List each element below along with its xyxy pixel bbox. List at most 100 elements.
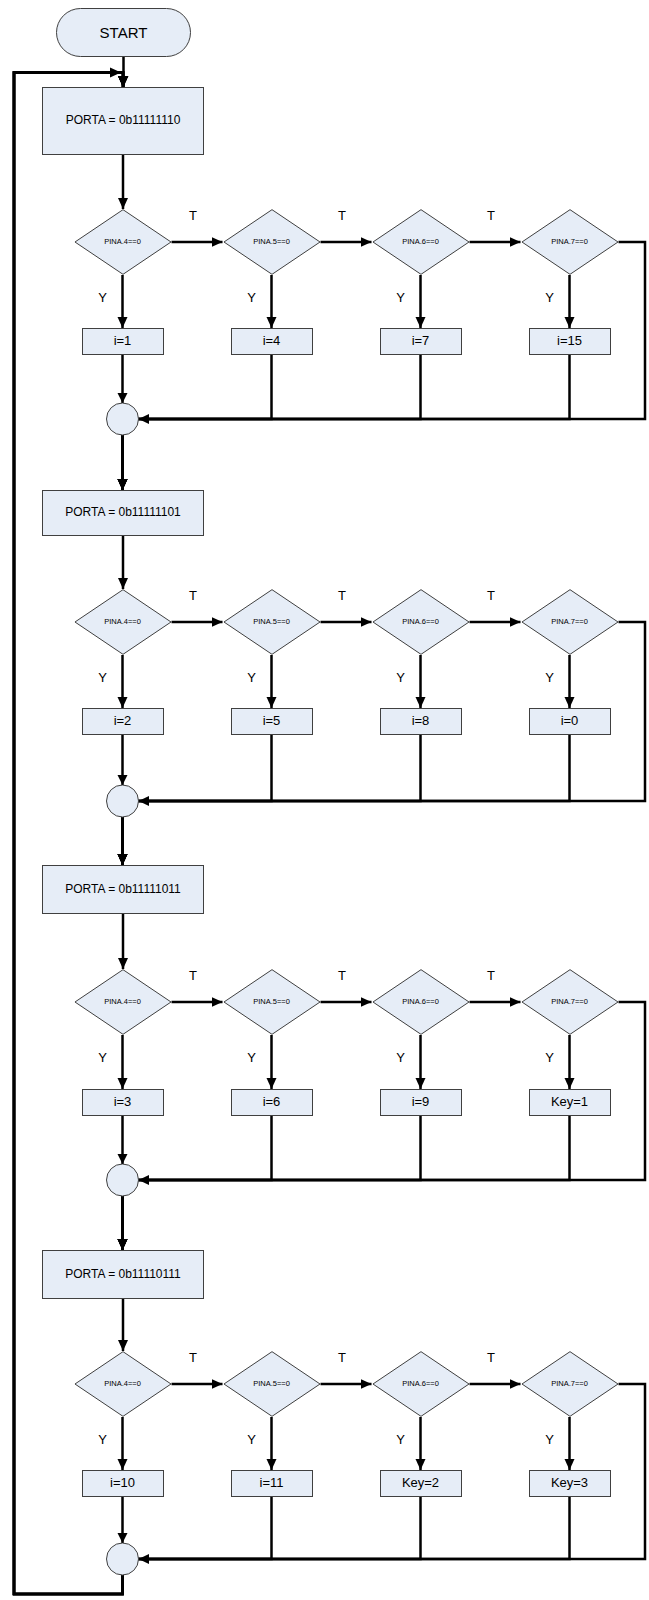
junction-arrowhead xyxy=(118,393,128,403)
diamond-shape xyxy=(372,210,468,275)
node-text: i=2 xyxy=(114,714,132,729)
node-text: PINA.7==0 xyxy=(551,618,588,627)
node-text: i=0 xyxy=(561,714,579,729)
junction-arrowhead xyxy=(118,775,128,785)
branch-label: T xyxy=(333,966,351,986)
node-text: i=3 xyxy=(114,1095,132,1110)
flow-connector xyxy=(270,1035,273,1089)
branch-label: Y xyxy=(93,668,112,688)
decision-diamond: PINA.5==0 xyxy=(223,1351,321,1417)
node-text: Key=1 xyxy=(551,1095,588,1110)
loop-arrowhead xyxy=(110,68,121,78)
node-text: PINA.4==0 xyxy=(104,1380,141,1389)
node-text: i=4 xyxy=(263,334,281,349)
flow-connector xyxy=(122,914,125,969)
decision-diamond: PINA.6==0 xyxy=(372,969,470,1035)
diamond-shape xyxy=(372,970,468,1035)
junction-arrowhead xyxy=(139,414,150,424)
branch-label: T xyxy=(482,206,500,226)
flow-connector xyxy=(123,355,421,490)
node-text: i=10 xyxy=(110,1476,135,1491)
branch-label: Y xyxy=(242,1048,261,1068)
flow-connector xyxy=(172,241,223,244)
flow-connector xyxy=(123,1002,646,1250)
process-box: Key=2 xyxy=(380,1470,462,1497)
flow-connector xyxy=(122,155,125,209)
branch-label: Y xyxy=(391,288,410,308)
flow-connector xyxy=(568,275,571,328)
branch-label: Y xyxy=(391,1430,410,1450)
flow-connector xyxy=(321,621,372,624)
process-box: Key=3 xyxy=(529,1470,611,1497)
branch-label: T xyxy=(333,206,351,226)
diamond-shape xyxy=(74,1352,170,1417)
junction-arrowhead xyxy=(118,1533,128,1543)
junction-circle xyxy=(107,1543,139,1575)
node-text: i=8 xyxy=(412,714,430,729)
node-text: PINA.4==0 xyxy=(104,238,141,247)
node-text: Key=2 xyxy=(402,1476,439,1491)
node-text: Key=3 xyxy=(551,1476,588,1491)
process-box: i=9 xyxy=(380,1089,462,1116)
junction-circle xyxy=(107,785,139,817)
junction-arrowhead xyxy=(118,1154,128,1164)
process-box: i=8 xyxy=(380,708,462,735)
flow-connector xyxy=(270,1417,273,1470)
node-text: PINA.5==0 xyxy=(253,1380,290,1389)
process-box: PORTA = 0b11111101 xyxy=(42,490,204,536)
branch-label: Y xyxy=(93,1048,112,1068)
diamond-shape xyxy=(223,970,319,1035)
decision-diamond: PINA.4==0 xyxy=(74,589,172,655)
node-text: PINA.6==0 xyxy=(402,998,439,1007)
flow-connector xyxy=(123,355,272,490)
node-text: PINA.6==0 xyxy=(402,1380,439,1389)
flow-connector xyxy=(123,1116,570,1250)
branch-label: T xyxy=(482,586,500,606)
process-box: i=5 xyxy=(231,708,313,735)
process-box: i=4 xyxy=(231,328,313,355)
flow-connector xyxy=(568,1417,571,1470)
junction-arrowhead xyxy=(139,796,150,806)
flow-connector xyxy=(321,1001,372,1004)
node-text: i=9 xyxy=(412,1095,430,1110)
process-box: i=6 xyxy=(231,1089,313,1116)
terminal-node: START xyxy=(56,8,191,57)
node-text: PINA.7==0 xyxy=(551,1380,588,1389)
flow-connector xyxy=(470,621,521,624)
flow-connector xyxy=(123,355,570,490)
branch-label: T xyxy=(184,966,202,986)
flow-connector xyxy=(14,73,645,1595)
flow-connector xyxy=(419,1035,422,1089)
node-text: PINA.4==0 xyxy=(104,998,141,1007)
decision-diamond: PINA.5==0 xyxy=(223,589,321,655)
decision-diamond: PINA.5==0 xyxy=(223,209,321,275)
flow-connector xyxy=(270,275,273,328)
node-text: PINA.6==0 xyxy=(402,238,439,247)
diamond-shape xyxy=(372,590,468,655)
decision-diamond: PINA.7==0 xyxy=(521,969,619,1035)
process-box: PORTA = 0b11110111 xyxy=(42,1250,204,1299)
junction-circle xyxy=(107,1164,139,1196)
node-text: PINA.5==0 xyxy=(253,238,290,247)
node-text: START xyxy=(100,24,148,41)
decision-diamond: PINA.6==0 xyxy=(372,589,470,655)
flow-connector xyxy=(122,1299,125,1351)
node-text: PORTA = 0b11111101 xyxy=(65,506,181,520)
flow-connector xyxy=(419,655,422,708)
diamond-shape xyxy=(521,590,617,655)
branch-label: T xyxy=(333,1348,351,1368)
flow-connector xyxy=(568,1035,571,1089)
decision-diamond: PINA.7==0 xyxy=(521,1351,619,1417)
flow-connector xyxy=(321,1383,372,1386)
flow-connector xyxy=(270,655,273,708)
branch-label: Y xyxy=(540,288,559,308)
node-text: PINA.6==0 xyxy=(402,618,439,627)
process-box: i=3 xyxy=(82,1089,164,1116)
diamond-shape xyxy=(521,970,617,1035)
node-text: PORTA = 0b11110111 xyxy=(65,1268,181,1282)
diamond-shape xyxy=(74,210,170,275)
flow-connector xyxy=(321,241,372,244)
flow-connector xyxy=(121,1417,124,1470)
node-text: PORTA = 0b11111110 xyxy=(66,114,181,128)
node-text: i=11 xyxy=(260,1476,284,1491)
